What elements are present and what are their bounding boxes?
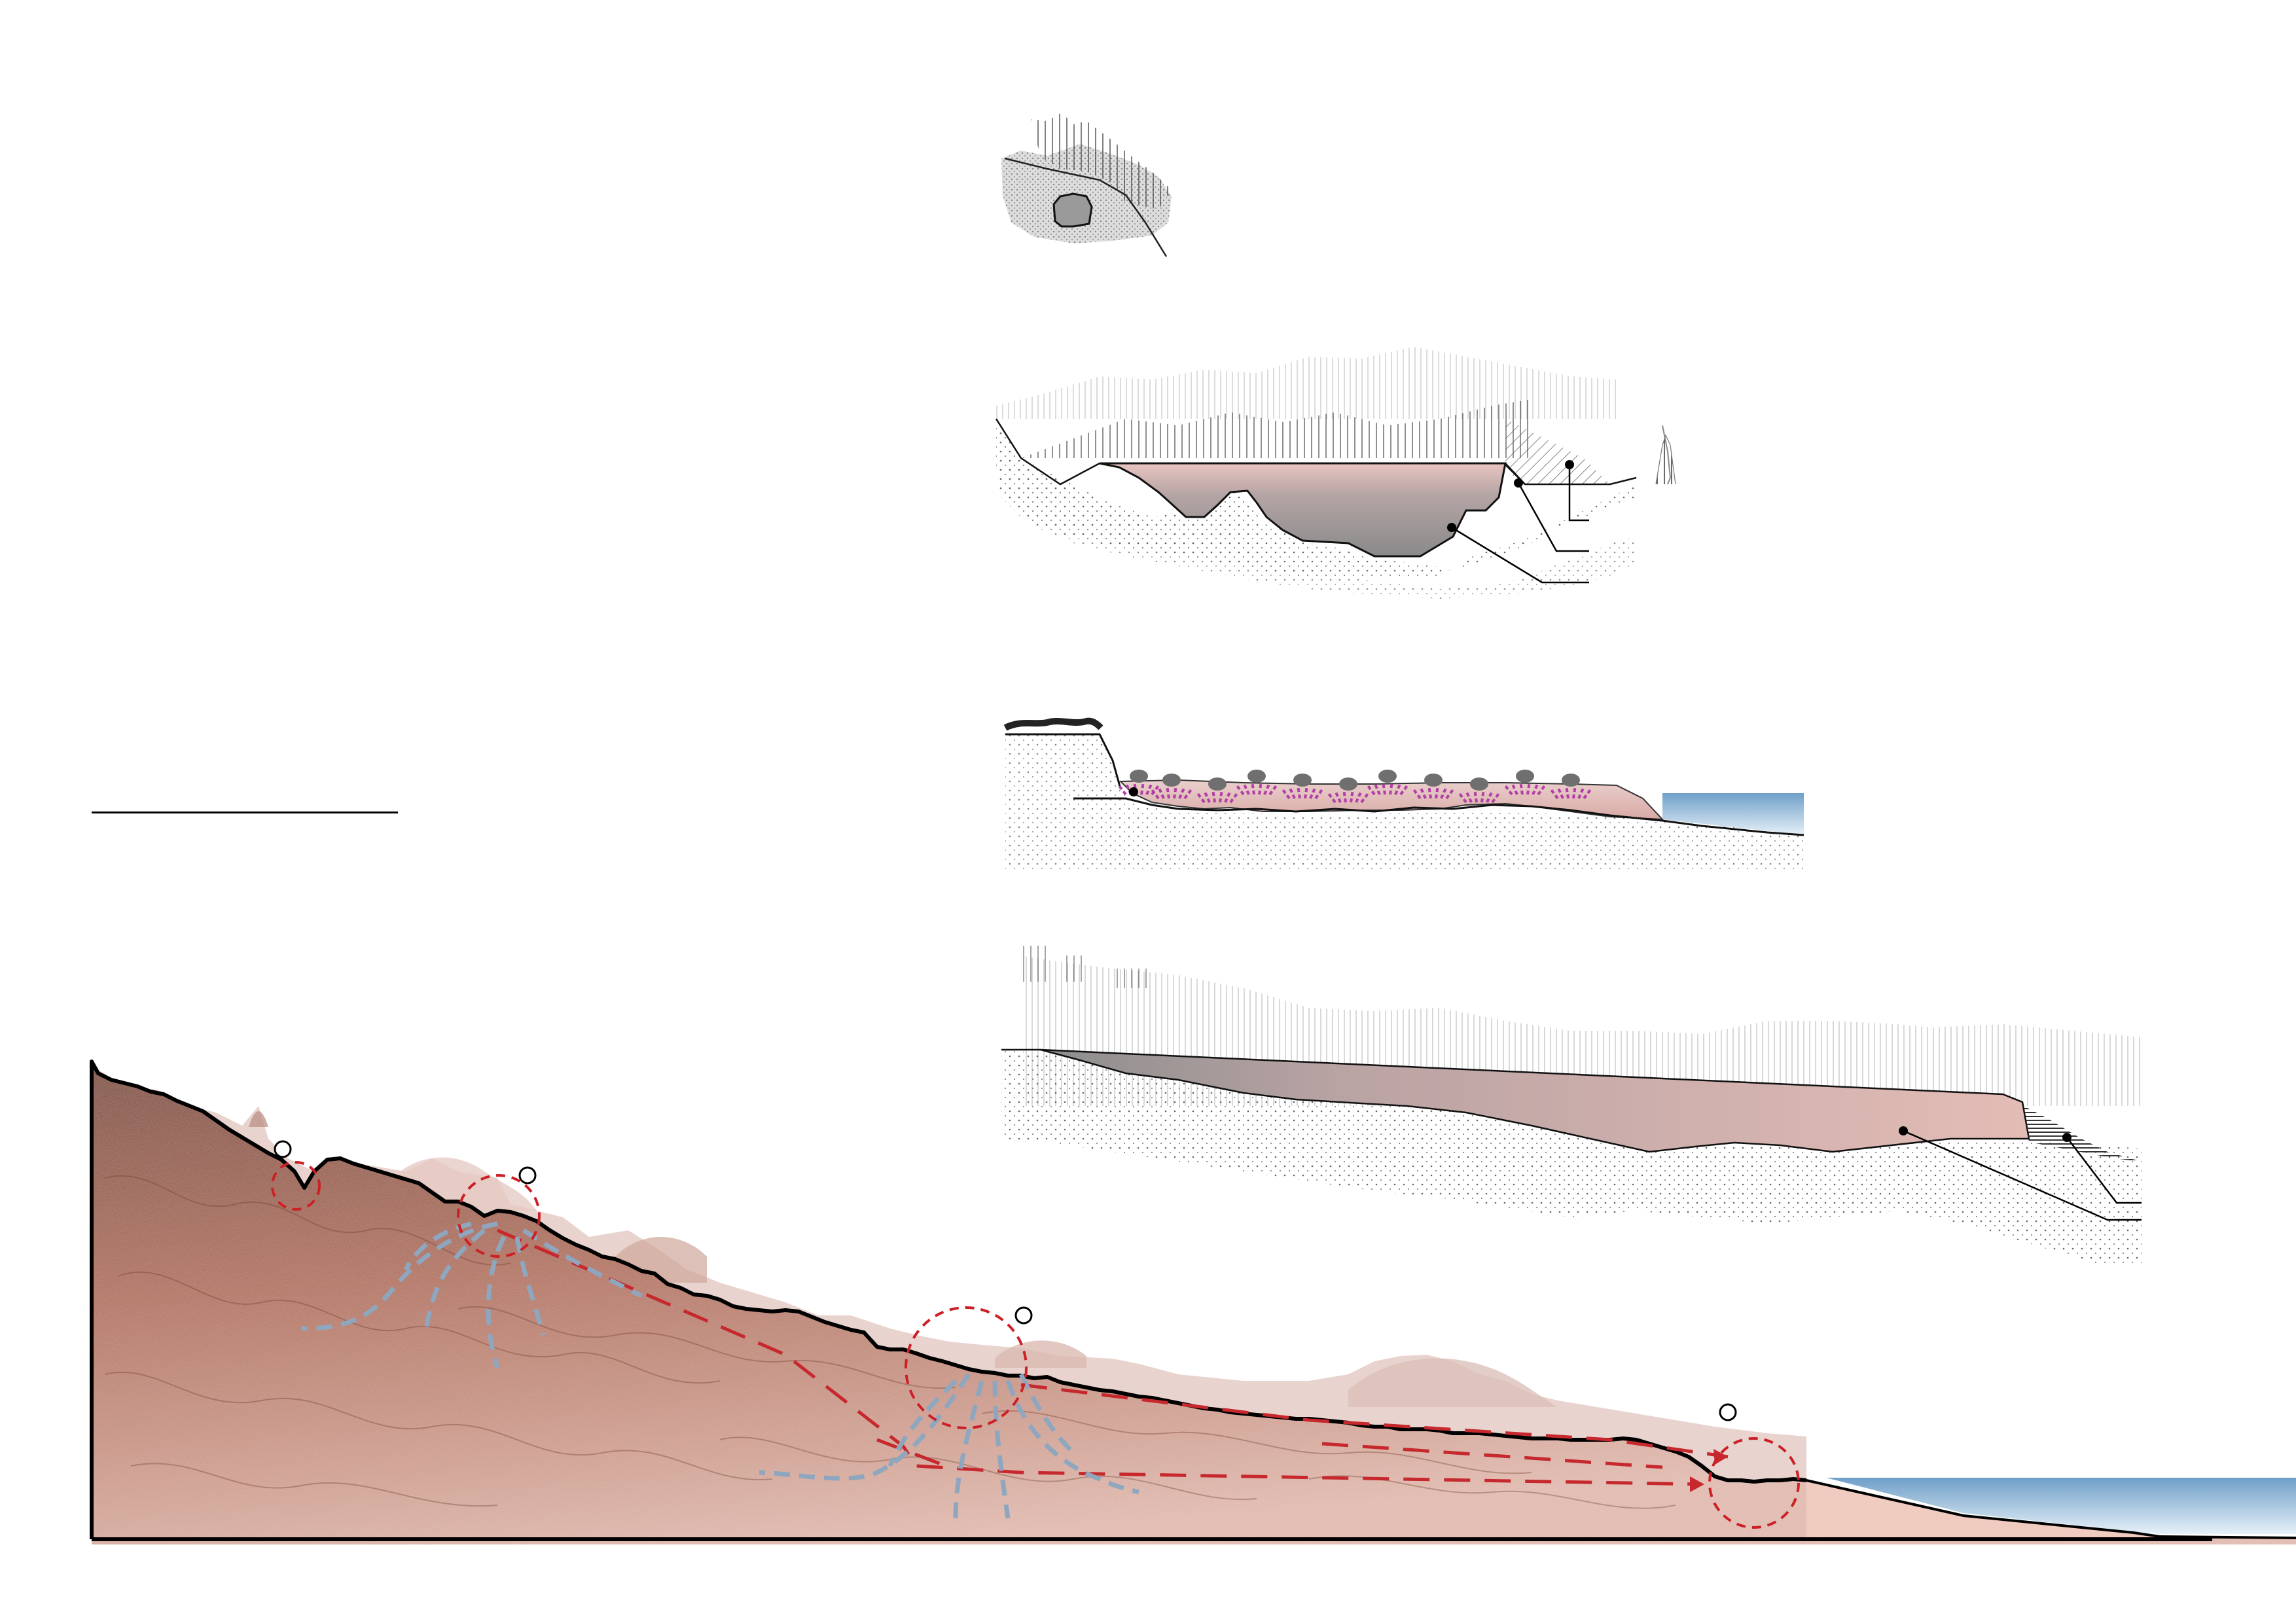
zone-marker [1720,1404,1736,1420]
tailings-slope-section-panel [1001,946,2142,1263]
mine-pit-section-panel [996,347,1676,599]
terrace-callout-dot [1129,787,1138,796]
zone-marker [1016,1308,1031,1323]
zone-marker [520,1168,535,1183]
vegetated-terrace-section-panel [1005,721,1804,870]
cave-section-panel [1001,113,1172,257]
zone-marker [275,1141,291,1157]
